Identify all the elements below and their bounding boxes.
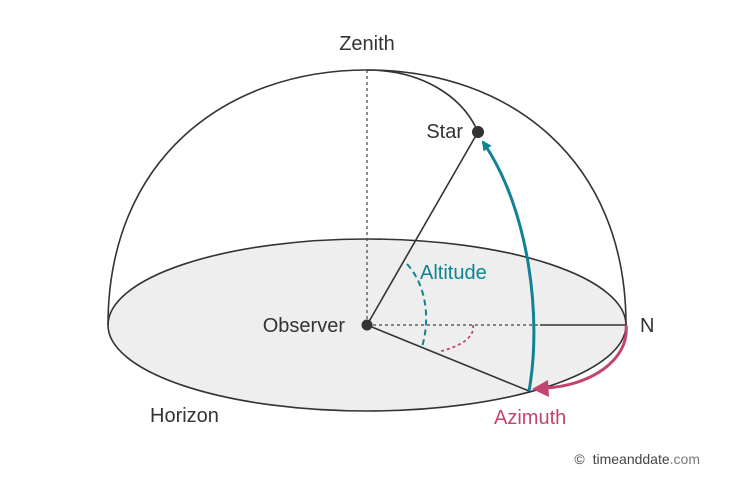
zenith-star-arc	[366, 69, 479, 133]
credit-brand: timeanddate	[593, 451, 670, 467]
star-label: Star	[426, 121, 463, 143]
azimuth-angle-arc	[437, 324, 474, 353]
star-point	[472, 126, 484, 138]
altitude-angle-arc	[406, 263, 428, 348]
horizon-label: Horizon	[150, 405, 219, 427]
north-label: N	[640, 315, 654, 337]
copyright-symbol: ©	[574, 451, 585, 467]
azimuth-arrow	[544, 324, 628, 390]
observer-projection-line	[366, 324, 530, 392]
observer-star-line	[366, 131, 479, 326]
credit-text: © timeanddate.com	[574, 451, 700, 467]
azimuth-arrowhead	[532, 380, 549, 397]
zenith-label: Zenith	[339, 33, 395, 55]
credit-suffix: .com	[670, 451, 700, 467]
observer-point	[361, 319, 373, 331]
altitude-label: Altitude	[420, 262, 487, 284]
azimuth-label: Azimuth	[494, 407, 566, 429]
altitude-arrow	[481, 140, 536, 392]
observer-label: Observer	[263, 315, 346, 337]
